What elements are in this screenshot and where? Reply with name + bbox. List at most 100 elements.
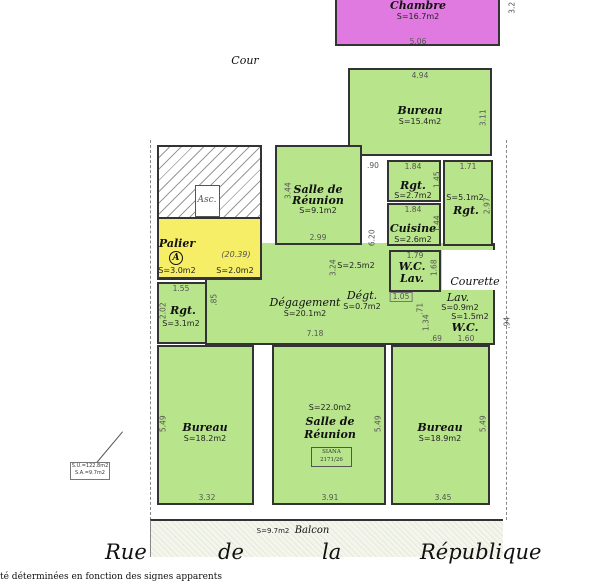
salle-big-name1: Salle de <box>305 415 355 428</box>
rgt3-label: Rgt. <box>170 304 196 317</box>
rgt3-dim-d: .85 <box>209 293 219 306</box>
salle-small-width: 2.99 <box>309 233 327 242</box>
room-rgt-1 <box>387 160 441 202</box>
street-word-3: la <box>322 540 342 564</box>
palier-level: (20.39) <box>221 250 251 259</box>
door-dim: .90 <box>367 161 379 170</box>
balcon <box>150 519 503 557</box>
chambre-width: 5.06 <box>409 37 427 46</box>
salle-big-width: 3.91 <box>321 493 339 502</box>
salle-small-height: 3.44 <box>283 182 293 200</box>
palier-area2: S=2.0m2 <box>216 266 254 275</box>
bureau-right-area: S=18.9m2 <box>418 434 462 443</box>
salle-small-area: S=9.1m2 <box>299 206 337 215</box>
summary-su: S.U.=122.8m2 <box>71 463 109 469</box>
degagement-area: S=20.1m2 <box>283 309 327 318</box>
wc-height: .94 <box>502 316 512 329</box>
rgt1-area: S=2.7m2 <box>394 191 432 200</box>
room-salle-reunion-small <box>275 145 362 245</box>
wc-label: W.C. <box>451 321 479 334</box>
wc-lav-width: 1.79 <box>406 251 424 260</box>
salle-big-area: S=22.0m2 <box>308 403 352 412</box>
salle-big-height: 5.49 <box>373 415 383 433</box>
palier-area: S=3.0m2 <box>158 266 196 275</box>
footer-note: té déterminées en fonction des signes ap… <box>0 572 222 582</box>
bureau-top-label: Bureau <box>397 104 443 117</box>
stamp-line2: 2171/26 <box>320 457 343 463</box>
courette-label: Courette <box>450 275 500 288</box>
chambre-height: 3.2 <box>507 1 517 14</box>
street-word-1: Rue <box>105 540 147 564</box>
room-bureau-left <box>157 345 254 505</box>
cuisine-label: Cuisine <box>389 222 437 235</box>
street-word-2: de <box>218 540 244 564</box>
courette <box>442 250 502 290</box>
building-outline <box>150 140 507 520</box>
summary-box: S.U.=122.8m2 S.A.=9.7m2 <box>70 462 110 480</box>
wc-lav-name1: W.C. <box>398 260 426 273</box>
bureau-top-height: 3.11 <box>478 109 488 127</box>
balcon-label: Balcon <box>294 525 330 536</box>
wc-dim-b: 1.34 <box>421 314 431 332</box>
wc-width: 1.60 <box>457 334 475 343</box>
elevator <box>195 185 220 217</box>
rgt2-label: Rgt. <box>453 204 479 217</box>
wc-lav-height: 1.68 <box>429 259 439 277</box>
salle-big-name2: Réunion <box>304 428 356 441</box>
corridor-length: 6.20 <box>367 229 377 247</box>
room-salle-reunion-big <box>272 345 386 505</box>
rgt2-width: 1.71 <box>459 162 477 171</box>
chambre-label: Chambre <box>389 0 447 12</box>
cuisine-area: S=2.6m2 <box>394 235 432 244</box>
degt-area: S=0.7m2 <box>343 302 381 311</box>
degagement-label: Dégagement <box>269 296 341 309</box>
cour-label: Cour <box>231 54 259 67</box>
corridor-area: S=2.5m2 <box>337 261 375 270</box>
rgt2-area: S=5.1m2 <box>446 193 484 202</box>
bureau-top-width: 4.94 <box>411 71 429 80</box>
palier <box>157 217 262 279</box>
degagement-width: 7.18 <box>306 329 324 338</box>
stamp-siana: SIANA 2171/26 <box>311 447 352 467</box>
bureau-right-label: Bureau <box>417 421 463 434</box>
chambre-area: S=16.7m2 <box>396 12 440 21</box>
elevator-label: Asc. <box>197 195 217 205</box>
salle-small-name1: Salle de <box>293 183 343 196</box>
room-cuisine <box>387 203 441 246</box>
rgt3-height: 2.02 <box>158 302 168 320</box>
stamp-line1: SIANA <box>322 449 341 455</box>
palier-mark: A <box>169 251 183 265</box>
salle-small-name2: Réunion <box>292 194 344 207</box>
balcon-area: S=9.7m2 <box>256 527 290 535</box>
wc-dim-a: .69 <box>430 334 442 343</box>
bureau-right-width: 3.45 <box>434 493 452 502</box>
wc-area: S=1.5m2 <box>451 312 489 321</box>
degt-height: .71 <box>415 302 425 315</box>
lav-label: Lav. <box>446 291 470 304</box>
room-bureau-top <box>348 68 492 156</box>
palier-label: Palier <box>158 237 196 250</box>
cuisine-width: 1.84 <box>404 205 422 214</box>
degt-width: 1.05 <box>389 292 413 302</box>
degt-label: Dégt. <box>346 289 378 302</box>
room-rgt-3 <box>157 282 207 344</box>
street-word-4: République <box>420 540 542 564</box>
wc-lav-name2: Lav. <box>400 272 424 285</box>
bureau-left-width: 3.32 <box>198 493 216 502</box>
bureau-top-area: S=15.4m2 <box>398 117 442 126</box>
rgt1-height: 1.45 <box>432 171 442 189</box>
degagement-height: 3.24 <box>328 259 338 277</box>
bureau-left-height: 5.49 <box>158 415 168 433</box>
lav-area: S=0.9m2 <box>441 303 479 312</box>
room-chambre <box>335 0 500 46</box>
rgt3-width: 1.55 <box>172 284 190 293</box>
rgt1-width: 1.84 <box>404 162 422 171</box>
cuisine-height: 1.44 <box>432 215 442 233</box>
room-wc-lav <box>389 250 441 292</box>
room-bureau-right <box>391 345 490 505</box>
summary-sa: S.A.=9.7m2 <box>75 470 105 476</box>
bureau-left-label: Bureau <box>182 421 228 434</box>
bureau-right-height: 5.49 <box>478 415 488 433</box>
room-rgt-2 <box>443 160 493 246</box>
bureau-left-area: S=18.2m2 <box>183 434 227 443</box>
